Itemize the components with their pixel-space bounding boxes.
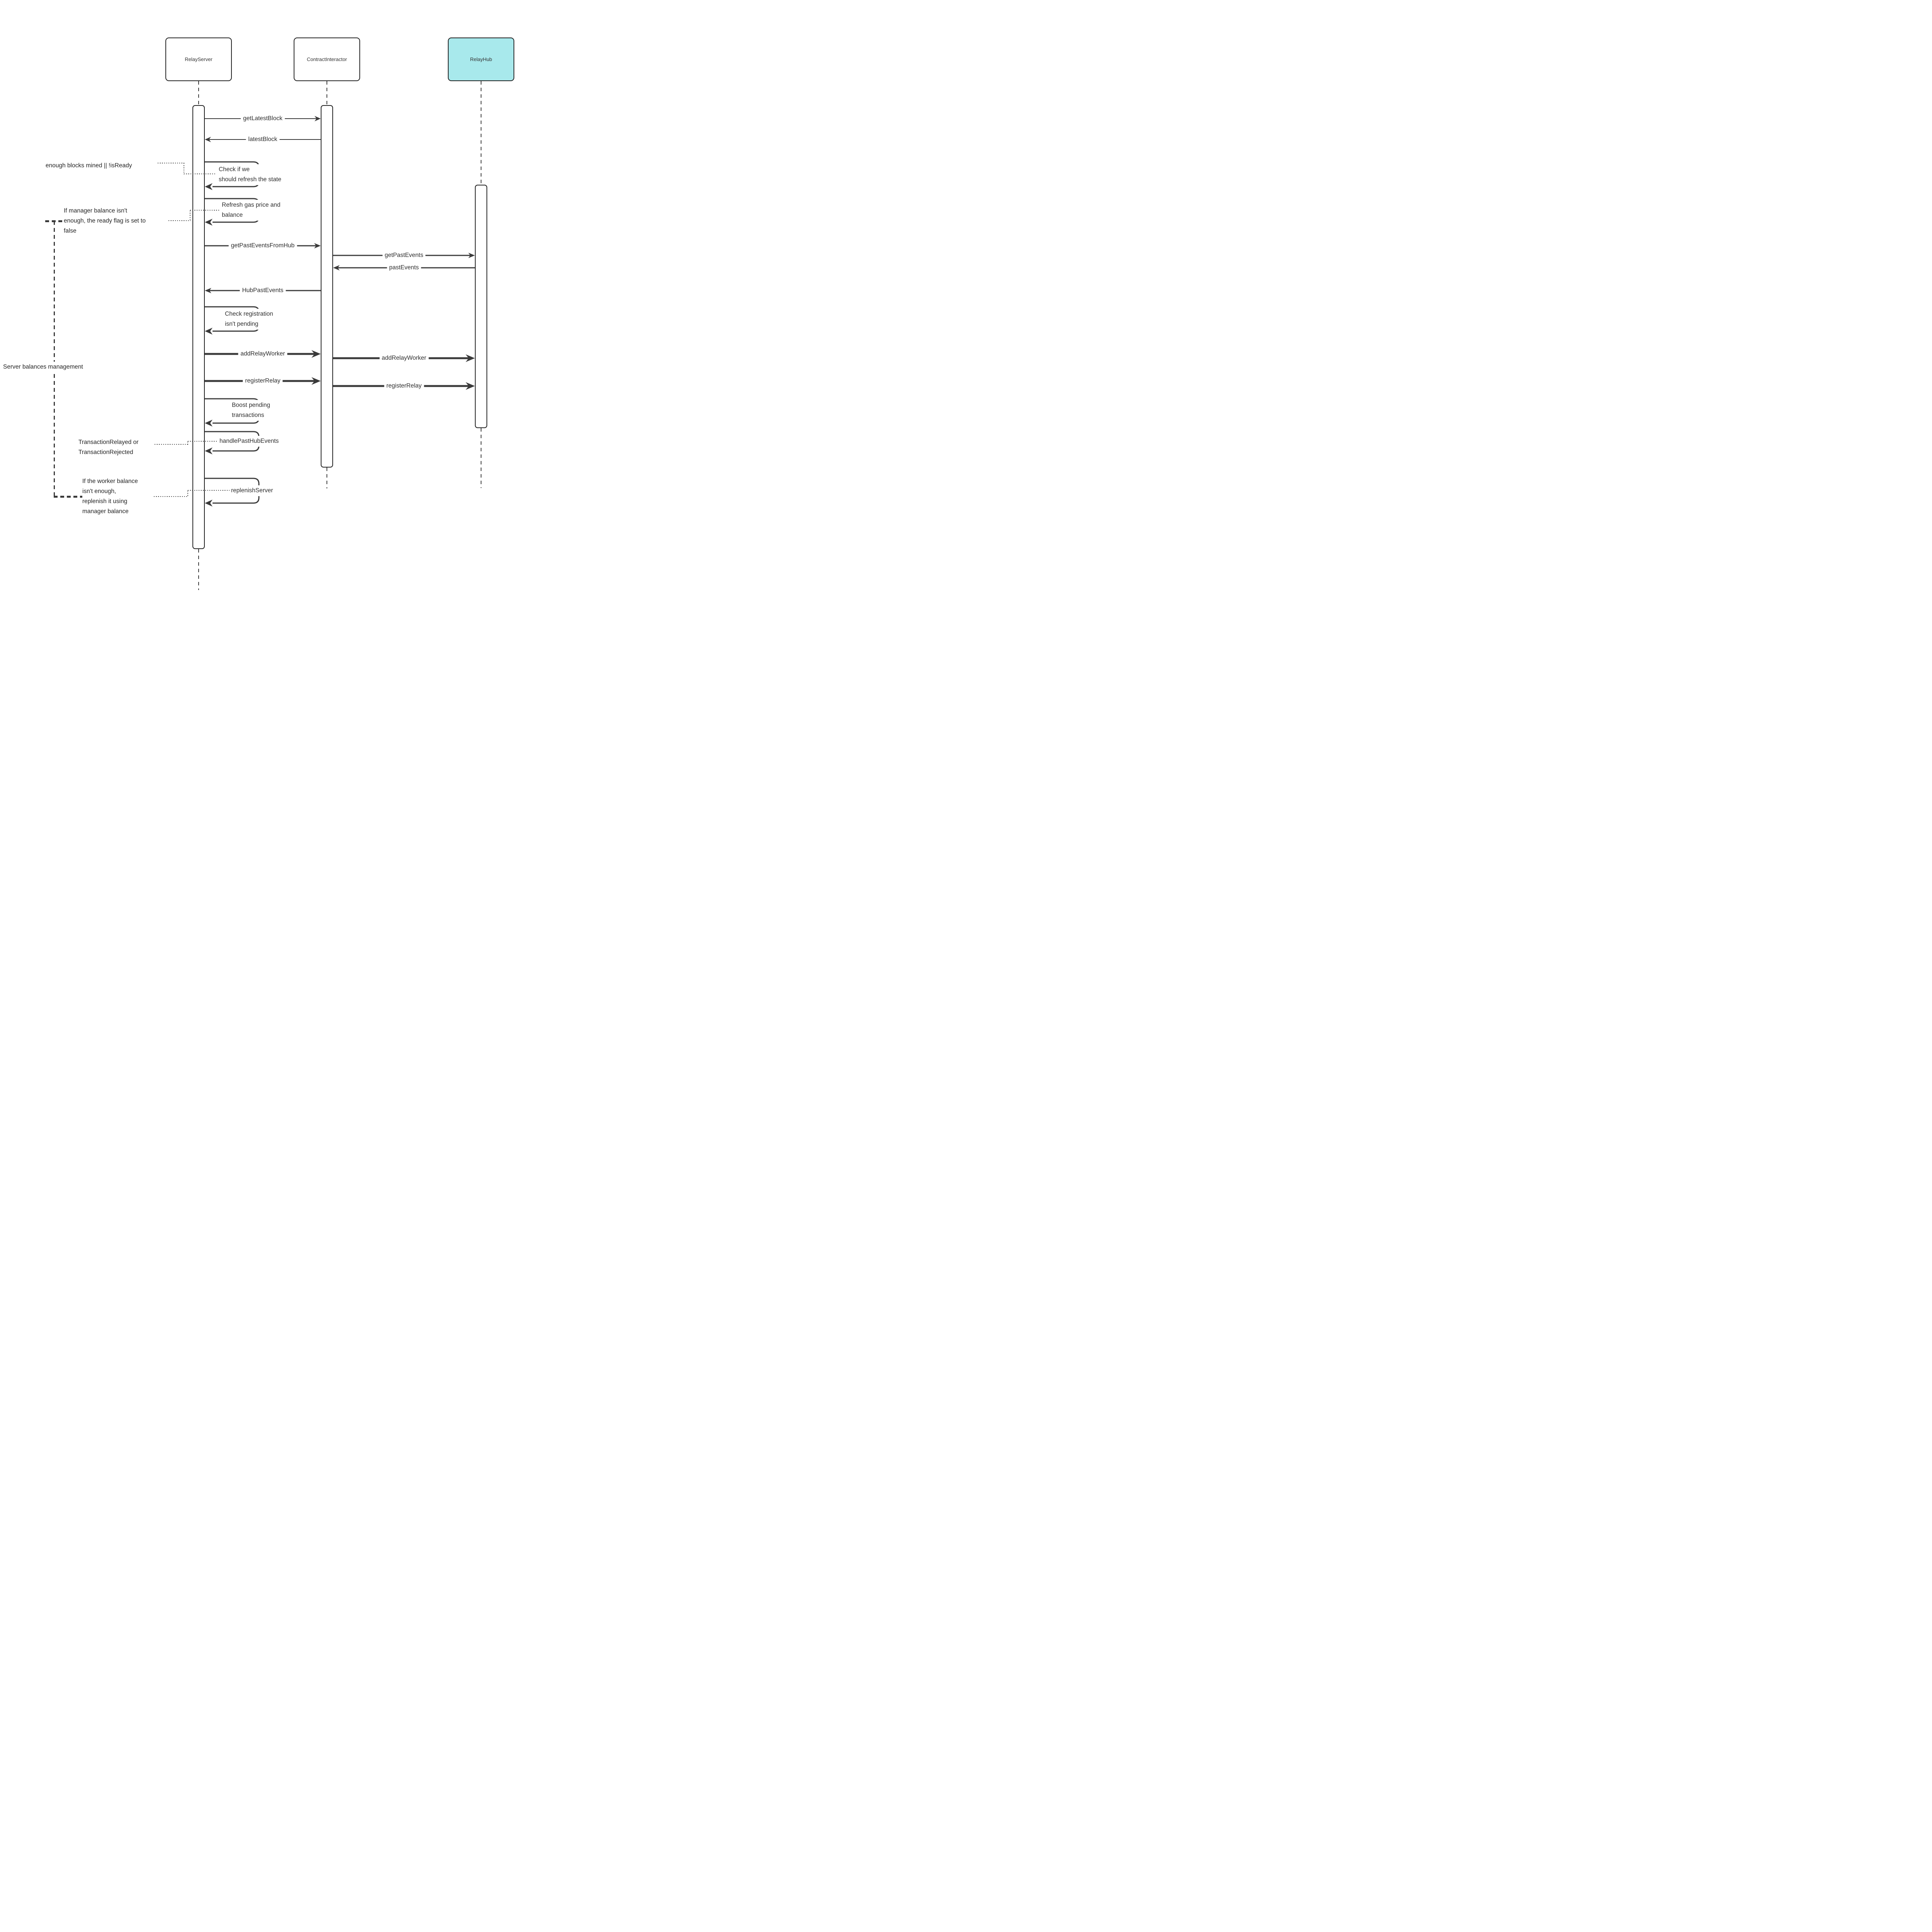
message-addrelayworker-2: addRelayWorker [333, 352, 475, 364]
self-message-label-handlepasthubevents: handlePastHubEvents [218, 436, 281, 447]
connector-transaction-relayed-h1 [155, 444, 188, 445]
connector-worker-balance-h1 [154, 496, 188, 497]
message-latestblock: latestBlock [205, 134, 321, 145]
group-bracket-top-stub [45, 220, 64, 222]
relayhub-lifeline-bottom [480, 428, 482, 488]
contractinteractor-activation-bar [321, 105, 333, 468]
connector-transaction-relayed-h2 [188, 441, 218, 442]
relayserver-lifeline-top [198, 81, 199, 105]
connector-manager-balance-h1 [168, 220, 190, 221]
participant-contractinteractor-label: ContractInteractor [306, 56, 347, 62]
connector-manager-balance-h2 [190, 210, 220, 211]
self-message-label-replenishserver: replenishServer [230, 485, 275, 496]
connector-worker-balance-h2 [188, 490, 230, 491]
message-pastevents: pastEvents [333, 262, 475, 274]
annotation-enough-blocks-mined: enough blocks mined || !isReady [46, 162, 132, 169]
relayserver-lifeline-bottom [198, 549, 199, 590]
connector-worker-balance-v [187, 491, 189, 497]
participant-relayhub: RelayHub [448, 37, 514, 81]
message-hubpastevents: HubPastEvents [205, 285, 321, 296]
self-message-label-boost-pending: Boost pending transactions [230, 400, 272, 421]
message-registerrelay-2: registerRelay [333, 380, 475, 392]
group-bracket-vertical [54, 221, 55, 497]
message-getlatestblock: getLatestBlock [205, 113, 321, 124]
connector-transaction-relayed-v [187, 442, 189, 445]
connector-enough-blocks-h2 [184, 173, 216, 175]
self-message-label-refresh-gas-price: Refresh gas price and balance [220, 200, 282, 221]
annotation-manager-balance: If manager balance isn't enough, the rea… [64, 207, 146, 234]
contractinteractor-lifeline-bottom [326, 468, 328, 488]
participant-relayhub-label: RelayHub [470, 56, 492, 62]
relayserver-activation-bar [192, 105, 205, 549]
annotation-server-balances-management: Server balances management [2, 362, 85, 372]
participant-relayserver: RelayServer [165, 37, 232, 81]
self-message-label-check-refresh-state: Check if we should refresh the state [217, 164, 283, 185]
self-message-label-check-registration: Check registration isn't pending [223, 309, 275, 330]
sequence-diagram: RelayServer ContractInteractor RelayHub … [0, 0, 591, 611]
participant-relayserver-label: RelayServer [185, 56, 213, 62]
relayhub-lifeline-top [480, 81, 482, 185]
annotation-transaction-relayed-rejected: TransactionRelayed or TransactionRejecte… [78, 439, 139, 456]
participant-contractinteractor: ContractInteractor [294, 37, 360, 81]
message-getpastevents: getPastEvents [333, 250, 475, 261]
message-registerrelay-1: registerRelay [205, 375, 321, 387]
contractinteractor-lifeline-top [326, 81, 328, 105]
message-getpasteventsfromhub: getPastEventsFromHub [205, 240, 321, 252]
message-addrelayworker-1: addRelayWorker [205, 348, 321, 360]
relayhub-activation-bar [475, 185, 487, 428]
group-bracket-bottom-stub [54, 496, 82, 498]
annotation-worker-balance: If the worker balance isn't enough, repl… [82, 478, 138, 515]
